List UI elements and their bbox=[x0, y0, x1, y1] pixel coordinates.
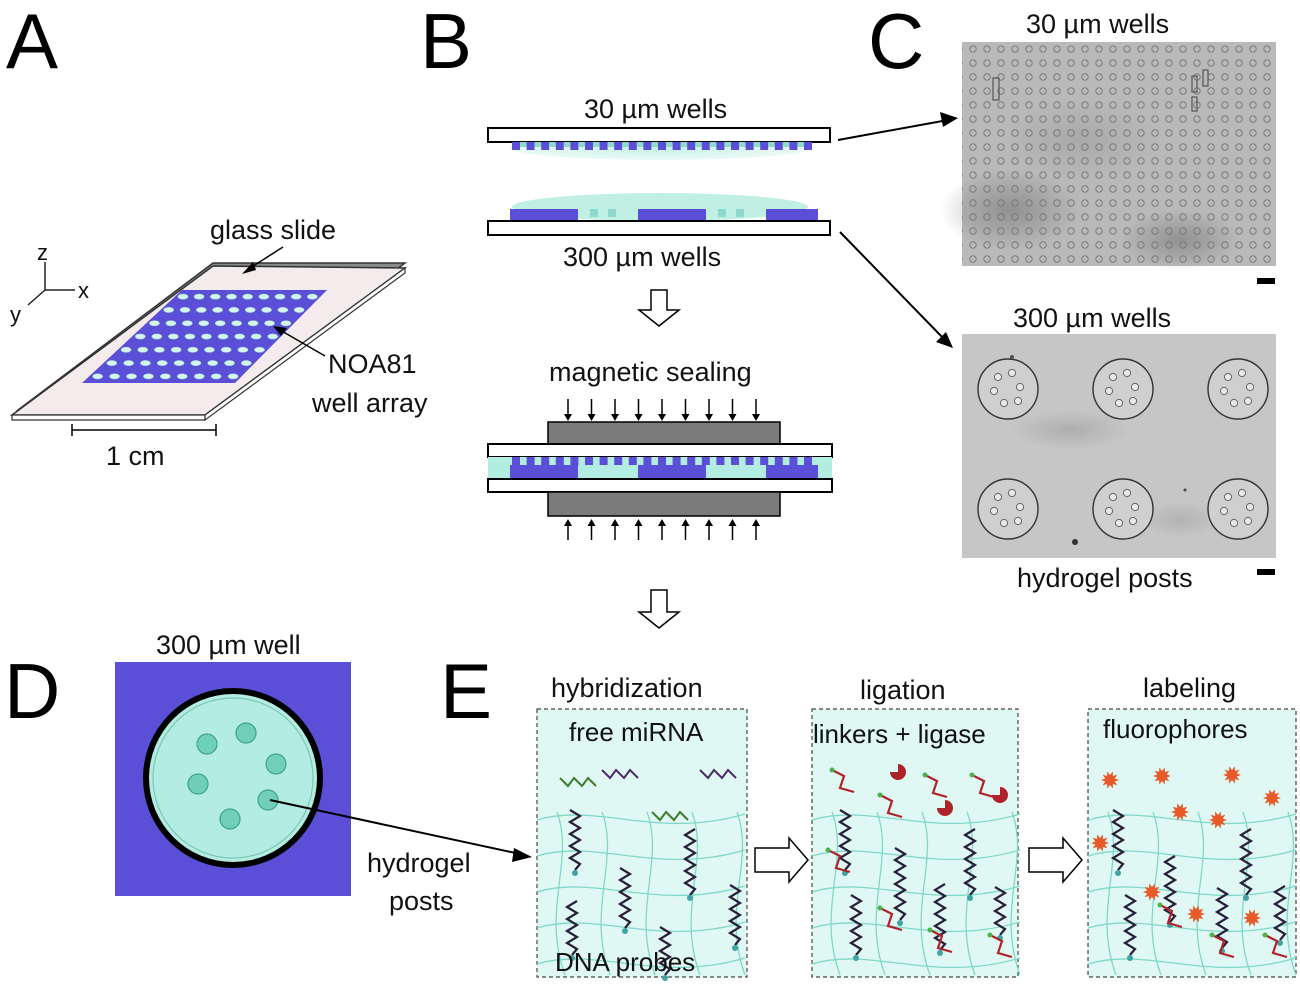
post-pointer bbox=[269, 799, 521, 855]
pointer-to-c-bottom-head bbox=[936, 332, 953, 348]
dna-probes bbox=[564, 809, 1288, 981]
panel-d: 300 µm well hydrogel posts bbox=[115, 630, 532, 916]
right-arrow-2 bbox=[1028, 835, 1083, 885]
bottom-slide bbox=[487, 220, 831, 236]
panel-c: 30 µm wells 300 µm wells hydrogel posts bbox=[940, 9, 1276, 593]
post-pointer-head bbox=[512, 848, 532, 862]
c-bottom-title: 300 µm wells bbox=[1013, 303, 1171, 333]
noa81-pointer bbox=[279, 329, 326, 357]
micrograph-300um bbox=[962, 334, 1276, 558]
posts-label: posts bbox=[389, 886, 454, 916]
panel-label-b: B bbox=[420, 0, 472, 85]
wells-30-label: 30 µm wells bbox=[584, 94, 727, 124]
panel-label-a: A bbox=[6, 0, 58, 85]
magnet-bottom bbox=[547, 491, 781, 517]
right-arrow-1 bbox=[754, 835, 809, 885]
top-slide bbox=[487, 127, 831, 143]
down-arrow-1 bbox=[636, 289, 682, 327]
panel-e: hybridization ligation labeling free miR… bbox=[536, 673, 1297, 981]
e-step1-title: hybridization bbox=[551, 673, 703, 703]
hydrogel-label: hydrogel bbox=[367, 848, 471, 878]
well-inner-rim bbox=[152, 697, 314, 859]
e-step1-sub: free miRNA bbox=[569, 717, 704, 747]
force-arrows-top bbox=[564, 399, 760, 421]
pointer-to-c-top bbox=[837, 119, 949, 141]
panel-b: 30 µm wells 300 µm wells magnetic sealin… bbox=[487, 94, 958, 629]
well-interior bbox=[149, 694, 317, 862]
e-box-hybridization bbox=[536, 708, 748, 978]
e-step2-title: ligation bbox=[860, 675, 946, 705]
e-step3-sub: fluorophores bbox=[1103, 714, 1248, 744]
axis-y-label: y bbox=[10, 302, 21, 327]
d-title: 300 µm well bbox=[156, 630, 301, 660]
micrograph-30um bbox=[940, 42, 1276, 270]
scale-bar bbox=[71, 424, 217, 436]
glass-slide-label: glass slide bbox=[210, 215, 336, 245]
hydrogel-posts bbox=[187, 722, 287, 830]
small-wells-top bbox=[512, 142, 812, 150]
sealed-top-slide bbox=[487, 443, 833, 458]
e-box-labeling bbox=[1087, 708, 1297, 978]
magnetic-sealing-label: magnetic sealing bbox=[549, 357, 752, 387]
glass-slide-arrowhead bbox=[242, 262, 256, 274]
panel-label-e: E bbox=[440, 647, 492, 735]
e-step3-title: labeling bbox=[1143, 673, 1236, 703]
force-arrows-bottom bbox=[564, 519, 760, 540]
axis-icon bbox=[27, 262, 75, 306]
c-bottom-scale-bar bbox=[1257, 569, 1275, 575]
e-step2-sub: linkers + ligase bbox=[813, 719, 986, 749]
panel-label-c: C bbox=[868, 0, 924, 85]
c-top-scale-bar bbox=[1257, 278, 1275, 284]
free-mirna bbox=[559, 768, 737, 822]
down-arrow-2 bbox=[636, 589, 682, 629]
large-wells-bottom bbox=[510, 209, 818, 221]
axis-z-label: z bbox=[37, 240, 48, 265]
pointer-to-c-bottom bbox=[839, 231, 946, 341]
fluorophores bbox=[1091, 766, 1281, 927]
well-dots bbox=[92, 293, 318, 380]
scale-bar-label: 1 cm bbox=[106, 441, 165, 471]
wells-300-label: 300 µm wells bbox=[563, 242, 721, 272]
panel-label-d: D bbox=[4, 647, 60, 735]
panel-a: z x y glass slide NOA81 well array 1 cm bbox=[9, 215, 428, 471]
noa81-label: NOA81 bbox=[328, 349, 417, 379]
linkers bbox=[825, 764, 1288, 959]
e-step1-bottom: DNA probes bbox=[555, 947, 695, 977]
droplet-bottom bbox=[512, 193, 808, 221]
magnet-top bbox=[547, 421, 781, 445]
sealed-wells bbox=[488, 457, 832, 479]
c-bottom-caption: hydrogel posts bbox=[1017, 563, 1193, 593]
noa81-arrowhead bbox=[273, 326, 287, 336]
sealed-bottom-slide bbox=[487, 478, 833, 493]
axis-x-label: x bbox=[78, 278, 89, 303]
pointer-to-c-top-head bbox=[940, 112, 958, 127]
hydrogel-mesh bbox=[536, 811, 1297, 976]
c-top-title: 30 µm wells bbox=[1026, 9, 1169, 39]
well-array-label: well array bbox=[311, 388, 428, 418]
